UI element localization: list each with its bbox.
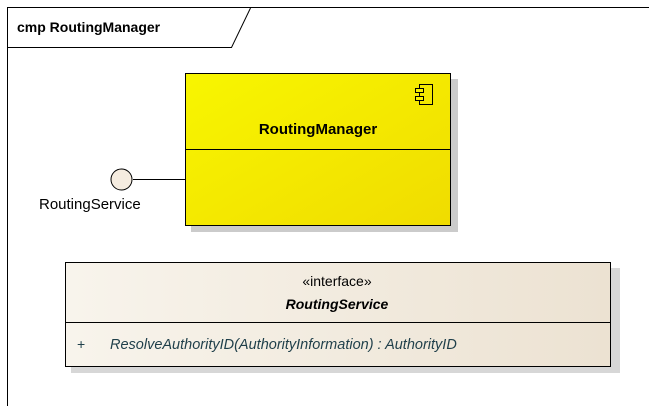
- interface-stereotype: «interface»: [302, 273, 371, 289]
- interface-routing-service[interactable]: «interface» RoutingService + ResolveAuth…: [65, 262, 621, 374]
- component-icon: [415, 84, 433, 105]
- frame-title: cmp RoutingManager: [17, 19, 161, 35]
- interface-name: RoutingService: [286, 296, 389, 312]
- provided-interface-lollipop[interactable]: RoutingService: [39, 168, 186, 213]
- operation-visibility: +: [77, 336, 85, 352]
- operation-signature: ResolveAuthorityID(AuthorityInformation)…: [110, 337, 457, 353]
- operation-row[interactable]: + ResolveAuthorityID(AuthorityInformatio…: [77, 336, 457, 353]
- diagram-frame: cmp RoutingManager: [7, 7, 649, 406]
- component-routing-manager[interactable]: RoutingManager: [185, 73, 459, 233]
- component-name: RoutingManager: [259, 121, 377, 138]
- provided-interface-label: RoutingService: [39, 196, 141, 213]
